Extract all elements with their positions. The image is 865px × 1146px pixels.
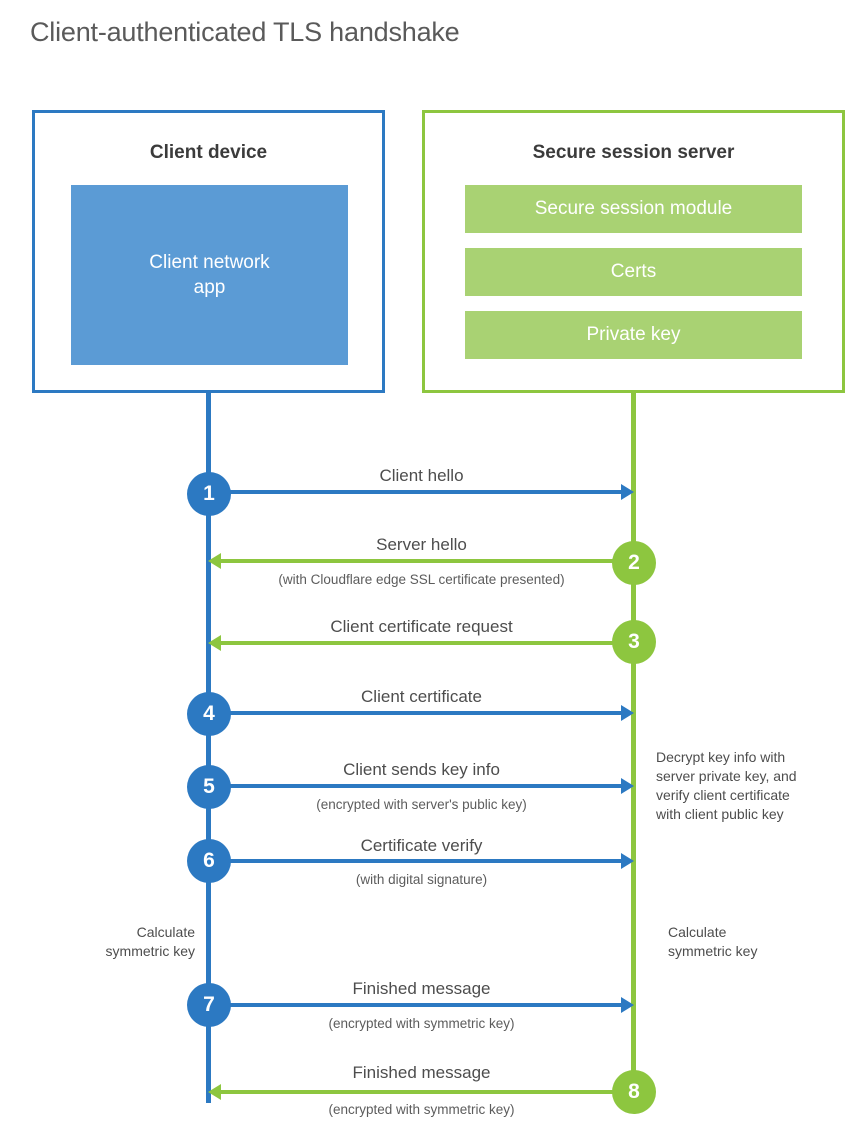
step-8-sublabel: (encrypted with symmetric key) — [328, 1102, 515, 1117]
step-6-marker[interactable]: 6 — [187, 839, 231, 883]
server-lifeline — [631, 393, 636, 1092]
client-network-app-label-line2: app — [193, 277, 226, 298]
client-device-box: Client device Client network app — [32, 110, 385, 393]
arrow-head-icon — [208, 1084, 221, 1100]
server-calc-note-line1: Calculate — [668, 924, 727, 940]
secure-session-server-title: Secure session server — [532, 142, 735, 163]
step-3-marker[interactable]: 3 — [612, 620, 656, 664]
step-1-marker[interactable]: 1 — [187, 472, 231, 516]
step-2-sublabel: (with Cloudflare edge SSL certificate pr… — [278, 572, 565, 587]
server-decrypt-note-line1: Decrypt key info with — [656, 749, 786, 765]
server-decrypt-note-line3: verify client certificate — [656, 787, 790, 803]
step-3-arrow — [208, 635, 634, 651]
step-5-label: Client sends key info — [343, 760, 500, 779]
step-5-arrow — [209, 778, 634, 794]
step-7-marker[interactable]: 7 — [187, 983, 231, 1027]
arrow-head-icon — [208, 635, 221, 651]
step-8-label: Finished message — [352, 1063, 491, 1082]
step-6-label: Certificate verify — [360, 836, 483, 855]
step-4-arrow — [209, 705, 634, 721]
client-network-app-label: Client network app — [149, 250, 269, 300]
arrow-head-icon — [621, 484, 634, 500]
server-calculate-symmetric-key-note: Calculate symmetric key — [668, 923, 838, 961]
client-device-title: Client device — [149, 142, 268, 163]
server-decrypt-note: Decrypt key info with server private key… — [656, 748, 846, 824]
client-calc-note-line2: symmetric key — [105, 943, 195, 959]
step-8-marker[interactable]: 8 — [612, 1070, 656, 1114]
step-2-marker[interactable]: 2 — [612, 541, 656, 585]
step-1-arrow — [209, 484, 634, 500]
arrow-head-icon — [621, 705, 634, 721]
client-calculate-symmetric-key-note: Calculate symmetric key — [35, 923, 195, 961]
step-1-label: Client hello — [379, 466, 464, 485]
step-3-label: Client certificate request — [330, 617, 513, 636]
server-block-secure-session-module: Secure session module — [465, 185, 802, 233]
step-4-marker[interactable]: 4 — [187, 692, 231, 736]
server-calc-note-line2: symmetric key — [668, 943, 758, 959]
step-4-label: Client certificate — [361, 687, 482, 706]
arrow-head-icon — [621, 853, 634, 869]
step-7-label: Finished message — [352, 979, 491, 998]
server-block-certs: Certs — [465, 248, 802, 296]
arrow-head-icon — [621, 778, 634, 794]
step-7-sublabel: (encrypted with symmetric key) — [328, 1016, 515, 1031]
step-2-label: Server hello — [376, 535, 467, 554]
arrow-head-icon — [208, 553, 221, 569]
client-network-app-block: Client network app — [71, 185, 348, 365]
client-calc-note-line1: Calculate — [136, 924, 195, 940]
arrow-head-icon — [621, 997, 634, 1013]
step-7-arrow — [209, 997, 634, 1013]
page-title: Client-authenticated TLS handshake — [30, 17, 460, 47]
server-decrypt-note-line2: server private key, and — [656, 768, 797, 784]
client-network-app-label-line1: Client network — [149, 252, 270, 273]
step-6-arrow — [209, 853, 634, 869]
step-5-marker[interactable]: 5 — [187, 765, 231, 809]
step-2-arrow — [208, 553, 634, 569]
server-decrypt-note-line4: with client public key — [656, 806, 784, 822]
server-block-private-key: Private key — [465, 311, 802, 359]
client-lifeline — [206, 393, 211, 1103]
step-6-sublabel: (with digital signature) — [355, 872, 488, 887]
step-5-sublabel: (encrypted with server's public key) — [316, 797, 527, 812]
step-8-arrow — [208, 1084, 634, 1100]
secure-session-server-box: Secure session server Secure session mod… — [422, 110, 845, 393]
